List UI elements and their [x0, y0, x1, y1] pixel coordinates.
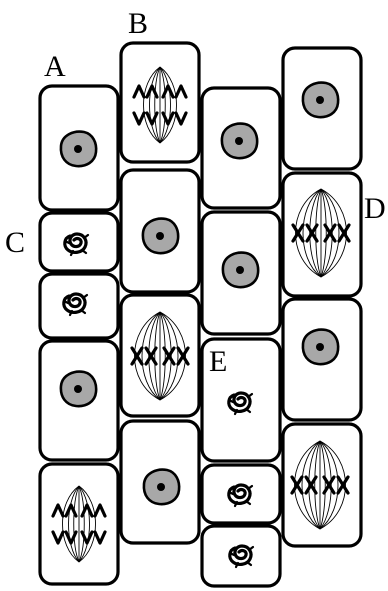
cell-prophase-lower — [202, 526, 280, 586]
label-c: C — [5, 226, 25, 259]
cell-c-upper — [40, 213, 118, 271]
label-a: A — [44, 50, 66, 83]
interphase-nucleus — [61, 132, 96, 167]
interphase-nucleus — [222, 124, 257, 159]
interphase-nucleus — [143, 219, 178, 254]
interphase-nucleus — [303, 83, 338, 118]
label-d: D — [364, 192, 386, 225]
interphase-nucleus — [61, 372, 96, 407]
interphase-nucleus — [144, 470, 179, 505]
interphase-nucleus — [223, 253, 258, 288]
cell-prophase-upper — [202, 465, 280, 523]
label-e: E — [209, 345, 227, 378]
interphase-nucleus — [303, 330, 338, 365]
label-b: B — [128, 7, 148, 40]
